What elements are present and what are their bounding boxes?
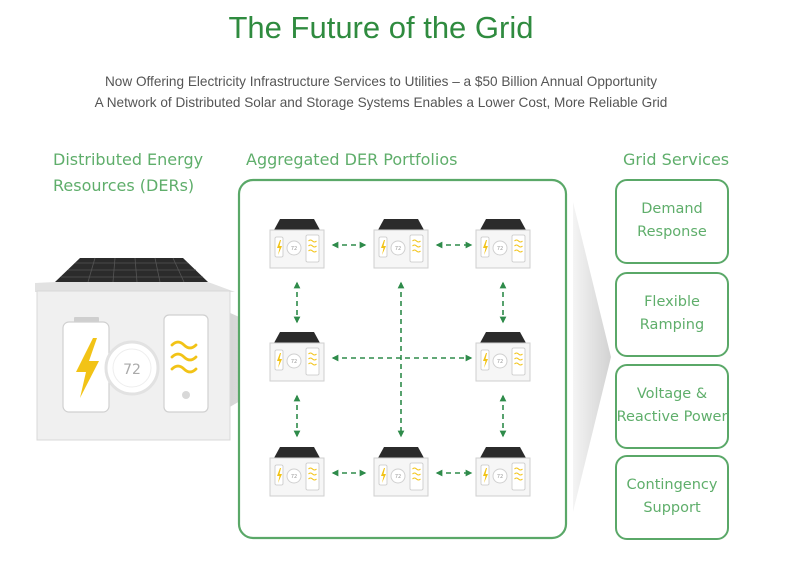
service-label-line: Demand [641,201,703,217]
battery-icon [62,317,110,413]
heat-pump-icon [163,314,209,413]
house-icon [475,331,531,382]
service-label-line: Support [643,500,701,516]
house-icon [475,446,531,497]
service-label-contingency: Contingency Support [616,474,728,520]
service-label-voltage: Voltage & Reactive Power [616,383,728,429]
house-icon [269,331,325,382]
bidirectional-arrows [293,241,507,477]
der-heading-line-1: Distributed Energy [53,150,204,169]
service-label-line: Ramping [639,317,705,333]
house-icon [269,218,325,269]
large-house-icon: 72 [35,257,235,441]
service-box-contingency [615,455,729,540]
service-label-line: Reactive Power [616,409,728,425]
house-icon [373,446,429,497]
house-icon [475,218,531,269]
page-title: The Future of the Grid [228,10,534,45]
service-label-flexible-ramping: Flexible Ramping [616,291,728,337]
aggregated-heading: Aggregated DER Portfolios [246,150,458,169]
service-label-line: Response [637,224,707,240]
service-label-line: Voltage & [636,386,708,402]
thermostat-reading: 72 [123,362,141,378]
house-icon [373,218,429,269]
service-box-flexible-ramping [615,272,729,357]
heat-wave-icon [170,340,198,374]
big-arrow-icon [573,202,611,512]
thermostat-icon: 72 [104,340,160,396]
der-heading: Distributed Energy Resources (DERs) [53,147,203,199]
service-label-line: Contingency [626,477,718,493]
grid-services-heading: Grid Services [623,150,730,169]
service-label-demand-response: Demand Response [616,198,728,244]
lightning-bolt-icon [76,338,99,398]
house-icon [269,446,325,497]
subtitle-line-2: A Network of Distributed Solar and Stora… [94,95,668,110]
subtitle-line-1: Now Offering Electricity Infrastructure … [104,74,658,89]
service-box-voltage [615,364,729,449]
der-heading-line-2: Resources (DERs) [53,176,195,195]
service-label-line: Flexible [644,294,700,310]
service-box-demand-response [615,179,729,264]
